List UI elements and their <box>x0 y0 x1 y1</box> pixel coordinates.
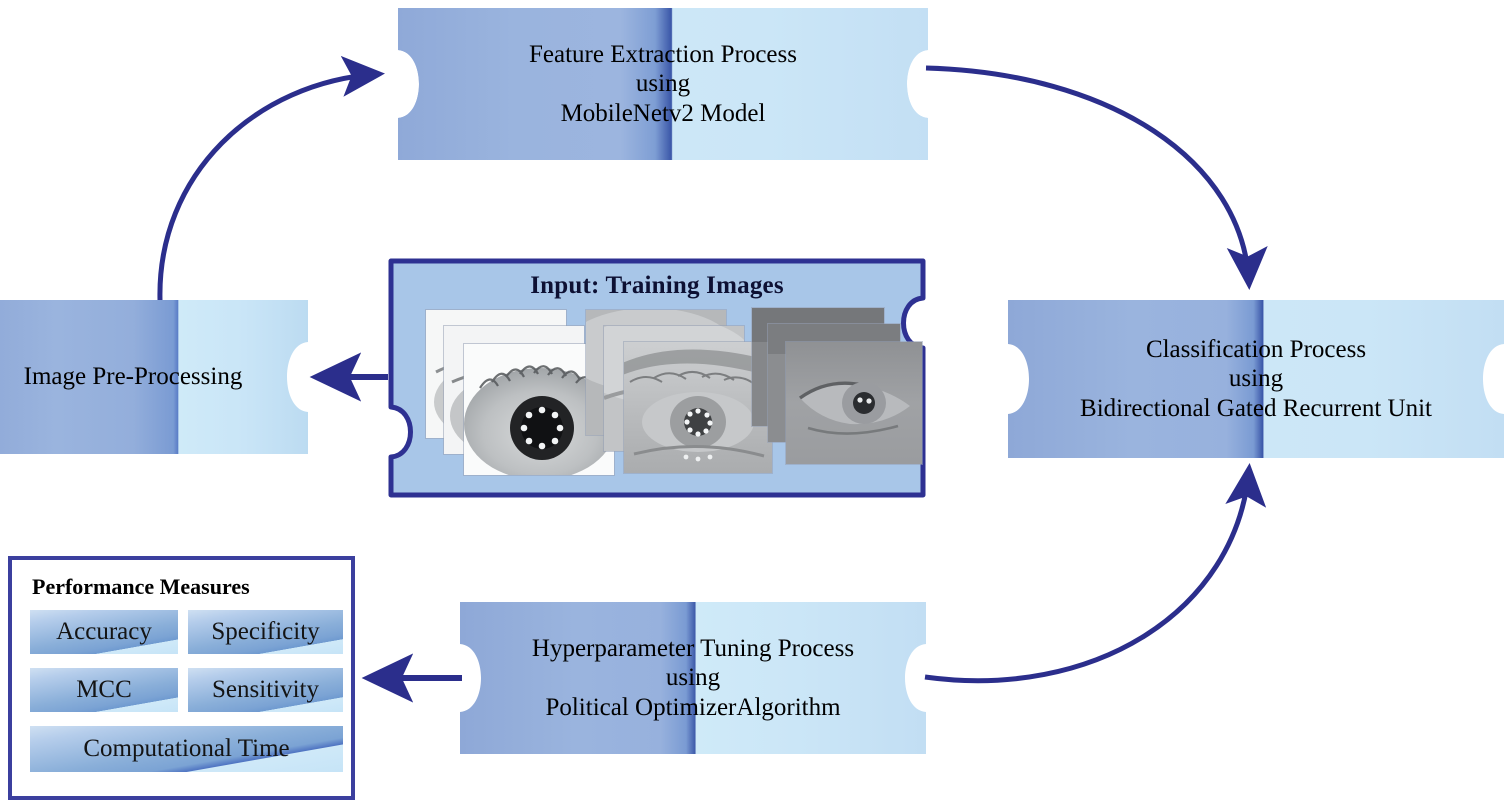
metric-computational-time[interactable]: Computational Time <box>30 726 343 772</box>
performance-measures-title: Performance Measures <box>32 574 250 599</box>
iris-stack-3 <box>752 308 932 473</box>
node-hyperparameter-tuning[interactable]: Hyperparameter Tuning Process using Poli… <box>460 602 926 754</box>
connector-feature-extraction-to-classification <box>925 65 1268 290</box>
node-classification[interactable]: Classification Process using Bidirection… <box>1008 300 1504 458</box>
metric-mcc[interactable]: MCC <box>30 668 178 712</box>
iris-sheet-2c <box>624 342 772 473</box>
node-image-preprocessing[interactable]: Image Pre-Processing <box>0 300 308 454</box>
metric-computational-time-label: Computational Time <box>83 735 290 762</box>
metric-specificity[interactable]: Specificity <box>188 610 343 654</box>
connector-hyperparameter-to-classification <box>924 463 1267 684</box>
metric-sensitivity[interactable]: Sensitivity <box>188 668 343 712</box>
connector-preprocessing-to-feature-extraction <box>157 55 385 301</box>
performance-measures-panel[interactable]: Performance Measures Accuracy Specificit… <box>8 556 355 800</box>
node-input-training-images[interactable]: Input: Training Images <box>388 258 926 498</box>
metric-sensitivity-label: Sensitivity <box>212 676 319 703</box>
metric-specificity-label: Specificity <box>211 618 320 645</box>
metric-accuracy-label: Accuracy <box>56 618 152 645</box>
iris-sheet-3c <box>786 342 922 464</box>
node-feature-extraction[interactable]: Feature Extraction Process using MobileN… <box>398 8 928 160</box>
metric-accuracy[interactable]: Accuracy <box>30 610 178 654</box>
iris-stack-1 <box>426 310 616 475</box>
metric-mcc-label: MCC <box>76 676 132 703</box>
iris-stack-2 <box>586 310 776 475</box>
input-panel-title: Input: Training Images <box>530 272 784 299</box>
